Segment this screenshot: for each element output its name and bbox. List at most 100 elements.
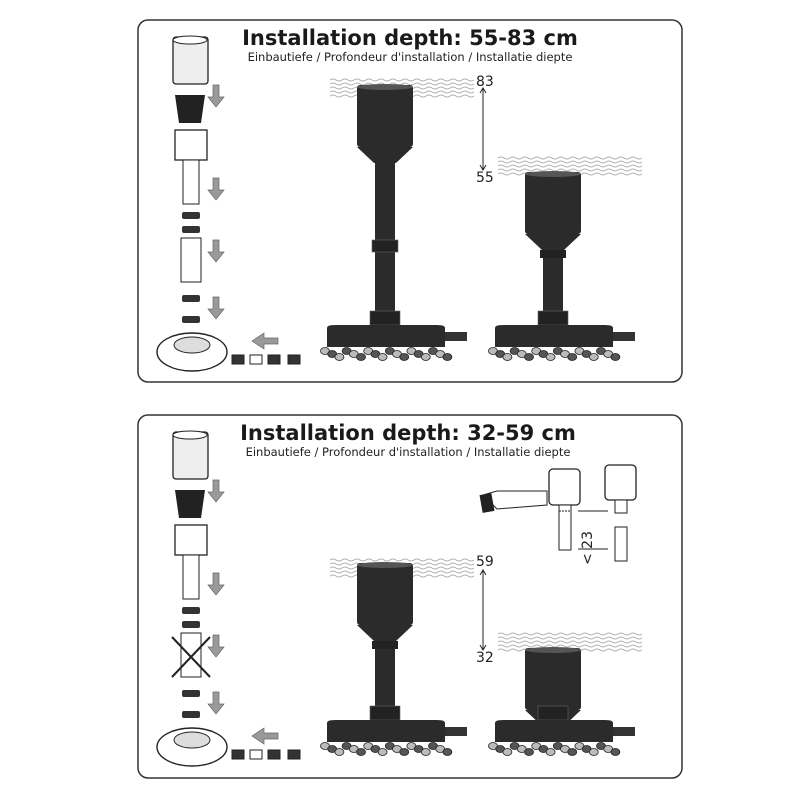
pipe-upper [182, 554, 200, 600]
wave-line [497, 644, 643, 648]
pump-collar [369, 705, 401, 721]
pipe-upper [182, 159, 200, 205]
pipe-short [614, 499, 628, 514]
pump-collar [369, 310, 401, 326]
seal-ring [182, 690, 200, 697]
depth-max-label: 59 [476, 554, 494, 570]
pipe-coupling [371, 239, 399, 253]
rock [567, 748, 578, 756]
pump-taper [525, 234, 581, 250]
pipe-coupling [540, 250, 566, 258]
arrow-left-icon [251, 332, 279, 350]
panel-subtitle: Einbautiefe / Profondeur d'installation … [246, 445, 571, 459]
base-inlet [173, 731, 211, 749]
pump [488, 647, 635, 756]
fitting-part [249, 749, 263, 760]
fitting-part [231, 749, 245, 760]
outlet-nozzle [445, 727, 467, 736]
arrow-down-icon [207, 634, 225, 658]
pump-head-top [357, 84, 413, 90]
outlet-nozzle [613, 727, 635, 736]
pump-head-top [357, 562, 413, 568]
wave-line [497, 640, 643, 644]
arrow-down-icon [207, 296, 225, 320]
panel-deep-installation: Installation depth: 55-83 cm Einbautiefe… [137, 19, 683, 383]
rock [377, 353, 388, 361]
arrow-left-icon [251, 727, 279, 745]
pump-taper [357, 147, 413, 163]
cap-cylinder [604, 464, 637, 501]
pump-pipe [543, 250, 563, 325]
gravel [488, 742, 621, 756]
seal-ring [182, 212, 200, 219]
depth-min-label: 55 [476, 170, 494, 186]
rock [399, 748, 410, 756]
seal-ring [182, 621, 200, 628]
filter-basket [175, 95, 205, 123]
depth-arrowheads [479, 87, 487, 171]
pipe-coupling [372, 641, 398, 649]
pump-collar [537, 310, 569, 326]
pump-head-top [525, 171, 581, 177]
cap-top [172, 35, 208, 45]
rock [588, 353, 599, 361]
exploded-parts [156, 35, 301, 372]
panel-shallow-installation: Installation depth: 32-59 cm Einbautiefe… [137, 414, 683, 779]
fitting-part [249, 354, 263, 365]
base-inlet [173, 336, 211, 354]
rock [610, 353, 621, 361]
rock [610, 748, 621, 756]
fitting-part [287, 354, 301, 365]
filter-basket [175, 490, 205, 518]
pump-head [357, 563, 413, 625]
rock [399, 353, 410, 361]
wave-line [329, 82, 475, 86]
pump-base [495, 720, 613, 742]
arrow-down-icon [207, 239, 225, 263]
wave-line [329, 78, 475, 82]
seal-ring [182, 607, 200, 614]
saw-icon [479, 493, 495, 513]
depth-min-label: 32 [476, 650, 494, 666]
cut-detail [479, 464, 637, 562]
seal-ring [182, 711, 200, 718]
arrow-down-icon [207, 479, 225, 503]
rock [334, 353, 345, 361]
panel-title: Installation depth: 32-59 cm [240, 421, 576, 445]
pump-base [495, 325, 613, 347]
fitting-part [267, 749, 281, 760]
rock [442, 748, 453, 756]
adapter [174, 524, 208, 556]
rock [567, 353, 578, 361]
pump [488, 171, 635, 361]
rock [502, 353, 513, 361]
pump-collar [537, 705, 569, 721]
pump-base [327, 325, 445, 347]
rock [524, 748, 534, 756]
rock [420, 748, 431, 756]
pump-base [327, 720, 445, 742]
fitting-part [267, 354, 281, 365]
rock [588, 748, 599, 756]
rock [502, 748, 513, 756]
rock [524, 353, 534, 361]
cut-length-label: < 23 [580, 531, 596, 565]
outlet-nozzle [613, 332, 635, 341]
rock [377, 748, 388, 756]
exploded-parts [156, 430, 301, 767]
rock [545, 748, 556, 756]
pump-taper [357, 625, 413, 641]
wave-line [497, 636, 643, 640]
panel-subtitle: Einbautiefe / Profondeur d'installation … [248, 50, 573, 64]
wave-line [497, 156, 643, 160]
pipe-to-cut [558, 504, 572, 551]
saw-blade [482, 490, 548, 510]
pump-head-top [525, 647, 581, 653]
wave-line [497, 160, 643, 164]
rock [356, 353, 366, 361]
arrow-down-icon [207, 572, 225, 596]
wave-line [329, 558, 475, 562]
gravel [320, 742, 453, 756]
seal-ring [182, 316, 200, 323]
